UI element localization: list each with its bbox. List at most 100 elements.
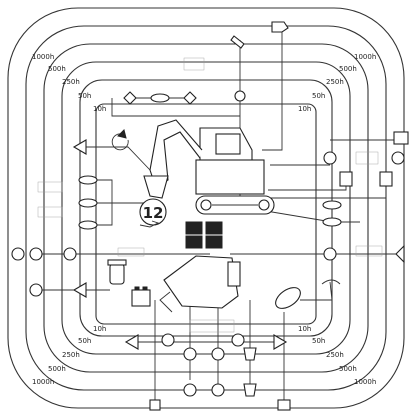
engine-hose xyxy=(159,291,173,313)
label-br-250h: 250h xyxy=(326,351,344,359)
leader-line xyxy=(259,209,333,223)
drain-icon xyxy=(277,399,291,411)
sampling-icon xyxy=(243,383,257,397)
label-bl-500h: 500h xyxy=(48,365,66,373)
oil-level-icon xyxy=(211,383,225,397)
excavator-window xyxy=(215,133,241,155)
excavator-illustration xyxy=(143,119,275,215)
rotate-arrow-group xyxy=(111,129,129,151)
label-br-50h: 50h xyxy=(312,337,325,345)
note-block xyxy=(183,57,205,71)
grease-point-icon xyxy=(150,93,170,103)
label-tl-50h: 50h xyxy=(78,92,91,100)
filter-icon xyxy=(63,247,77,261)
leader-line xyxy=(111,98,240,117)
badge-12: 12 xyxy=(139,198,167,228)
loop-250h xyxy=(43,43,369,373)
leader-line xyxy=(300,281,333,301)
oil-level-icon xyxy=(183,347,197,361)
track-wheel xyxy=(258,199,270,211)
badge-number: 12 xyxy=(143,204,164,222)
note-blocks xyxy=(37,57,383,333)
label-tl-500h: 500h xyxy=(48,65,66,73)
filter-icon xyxy=(391,151,405,165)
note-block xyxy=(117,247,145,257)
fuel-filter-body xyxy=(109,263,125,285)
monitor-icon xyxy=(393,131,409,145)
loop-inner xyxy=(95,103,317,325)
track-wheel xyxy=(200,199,212,211)
rotate-arrow-icon xyxy=(111,133,129,151)
label-br-1000h: 1000h xyxy=(354,378,376,386)
leader-line xyxy=(84,179,113,226)
oil-level-icon xyxy=(211,347,225,361)
oil-level-icon xyxy=(183,383,197,397)
label-bl-50h: 50h xyxy=(78,337,91,345)
note-block xyxy=(37,206,63,218)
hose-icon xyxy=(321,279,341,285)
badge-hand xyxy=(139,220,160,228)
coolant-icon xyxy=(11,247,25,261)
sampling-icon xyxy=(243,347,257,361)
engine-illustration xyxy=(159,255,241,313)
grease-point-icon xyxy=(123,91,137,105)
grease-cone-icon xyxy=(72,139,87,155)
grease-point-icon xyxy=(322,200,342,210)
warning-sticker xyxy=(205,221,223,235)
grease-gun-icon xyxy=(230,35,245,49)
air-filter-icon xyxy=(29,283,43,297)
leader-line xyxy=(268,175,347,191)
fuel-filter-cap xyxy=(107,259,127,266)
note-block xyxy=(37,181,63,193)
grease-point-icon xyxy=(322,217,342,227)
label-bl-250h: 250h xyxy=(62,351,80,359)
label-br-500h: 500h xyxy=(339,365,357,373)
battery-terminal xyxy=(142,286,148,291)
note-block xyxy=(355,245,383,257)
engine-block xyxy=(163,255,239,309)
label-bl-1000h: 1000h xyxy=(32,378,54,386)
filter-icon xyxy=(323,151,337,165)
oil-can-icon xyxy=(271,21,289,33)
grease-cone-icon xyxy=(395,244,405,264)
label-tr-500h: 500h xyxy=(339,65,357,73)
leader-line xyxy=(262,30,283,151)
note-block xyxy=(189,319,235,333)
oil-level-icon xyxy=(234,90,246,102)
loop-500h xyxy=(25,25,387,391)
grease-point-icon xyxy=(78,175,98,185)
filter-icon xyxy=(231,333,245,347)
filter-cartridge-icon xyxy=(379,171,393,187)
coolant-icon xyxy=(29,247,43,261)
warning-sticker xyxy=(185,235,203,249)
grease-cone-icon xyxy=(72,282,87,298)
grease-point-icon xyxy=(183,91,197,105)
grease-point-icon xyxy=(78,220,98,230)
oil-bottle-group xyxy=(275,287,301,309)
excavator-bucket xyxy=(143,175,169,199)
label-tl-250h: 250h xyxy=(62,78,80,86)
interval-labels: 1000h 500h 250h 50h 10h 1000h 500h 250h … xyxy=(32,53,376,386)
loop-1000h xyxy=(7,7,405,409)
leader-line xyxy=(84,146,151,171)
grease-point-icon xyxy=(78,198,98,208)
battery-icon-group xyxy=(131,286,151,307)
fuel-filter xyxy=(107,259,127,285)
note-block xyxy=(355,151,379,165)
excavator-body xyxy=(195,159,265,195)
label-tr-250h: 250h xyxy=(326,78,344,86)
rotate-arrow-head xyxy=(117,129,127,139)
label-tr-1000h: 1000h xyxy=(354,53,376,61)
service-symbols xyxy=(11,21,409,411)
warning-sticker xyxy=(205,235,223,249)
battery-icon xyxy=(131,289,151,307)
label-tr-50h: 50h xyxy=(312,92,325,100)
sticker-group xyxy=(185,221,223,249)
drain-icon xyxy=(149,399,161,411)
label-tr-10h: 10h xyxy=(298,105,311,113)
label-tl-1000h: 1000h xyxy=(32,53,54,61)
filter-cartridge-icon xyxy=(339,171,353,187)
battery-terminal xyxy=(134,286,140,291)
